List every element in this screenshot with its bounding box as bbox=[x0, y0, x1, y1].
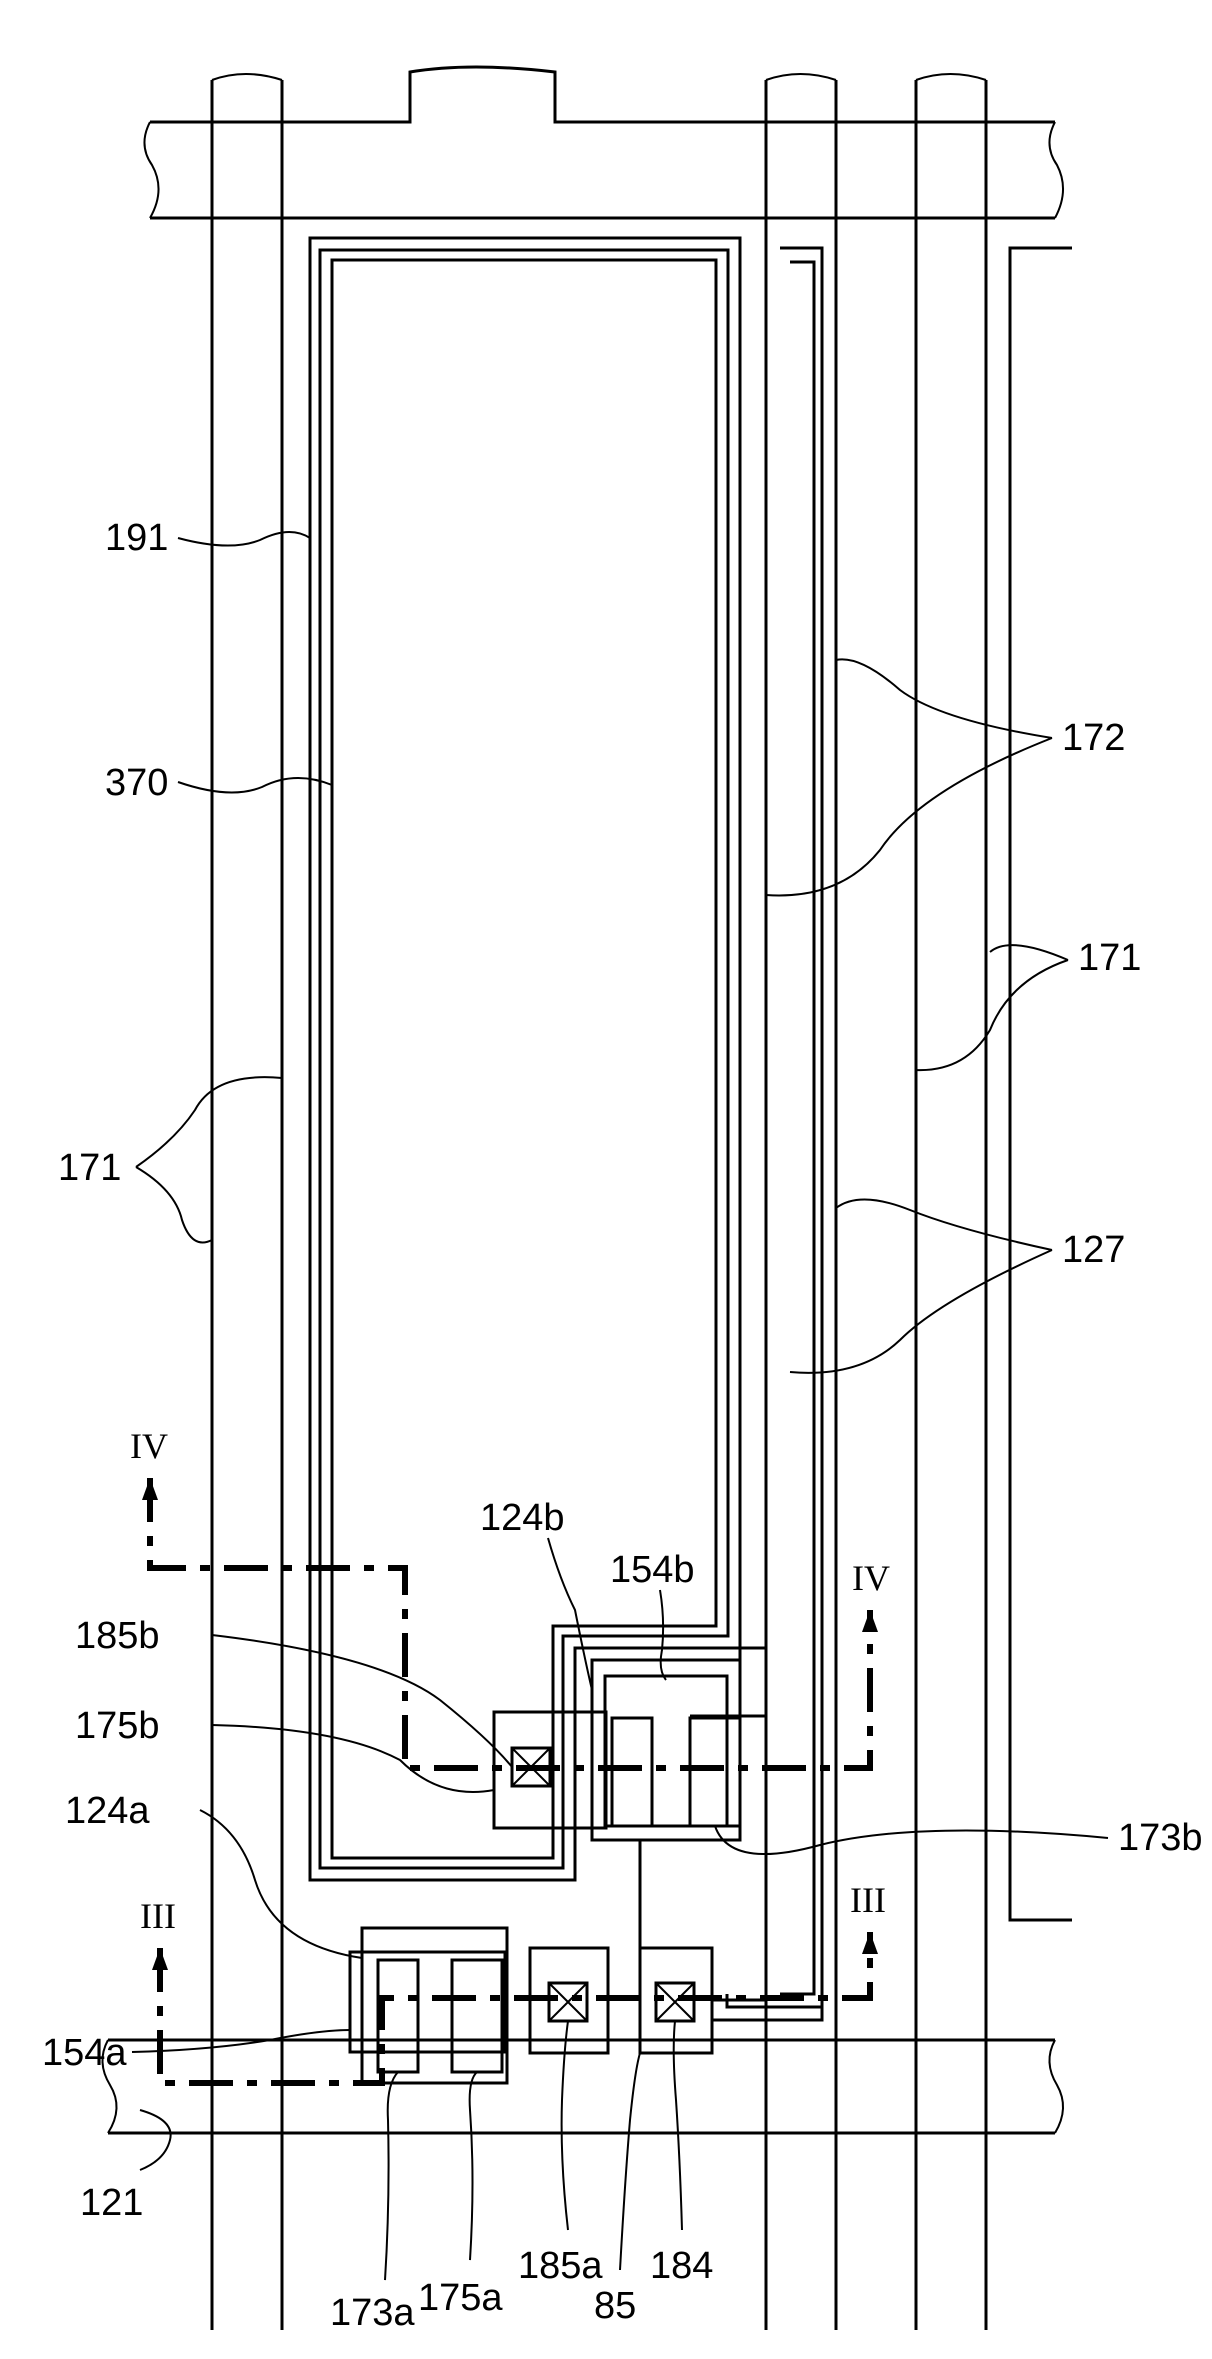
label-154a: 154a bbox=[42, 2032, 127, 2074]
label-185a: 185a bbox=[518, 2245, 603, 2287]
label-175b: 175b bbox=[75, 1705, 160, 1747]
label-121: 121 bbox=[80, 2182, 143, 2224]
source-electrode-175b bbox=[612, 1718, 652, 1826]
tft-a bbox=[350, 1840, 822, 2083]
semiconductor-154a bbox=[350, 1952, 505, 2052]
leader-127-b bbox=[790, 1250, 1052, 1373]
data-line-mid bbox=[766, 74, 836, 2330]
label-127: 127 bbox=[1062, 1229, 1125, 1271]
source-electrode-173b bbox=[690, 1718, 740, 1826]
leader-191 bbox=[178, 532, 310, 546]
pixel-electrode-191 bbox=[310, 238, 740, 1880]
leader-173b bbox=[715, 1826, 1108, 1854]
data-line-left bbox=[212, 74, 282, 2330]
label-154b: 154b bbox=[610, 1549, 695, 1591]
reference-labels: 191 370 172 171 171 127 124b 154b 185b 1… bbox=[42, 517, 1203, 2334]
color-filter-370 bbox=[332, 260, 716, 1858]
label-172: 172 bbox=[1062, 717, 1125, 759]
leader-121 bbox=[140, 2110, 171, 2170]
marker-iii-right: III bbox=[850, 1880, 886, 1920]
marker-iii-left: III bbox=[140, 1896, 176, 1936]
label-173b: 173b bbox=[1118, 1817, 1203, 1859]
label-85: 85 bbox=[594, 2285, 636, 2327]
label-171-left: 171 bbox=[58, 1147, 121, 1189]
label-124a: 124a bbox=[65, 1790, 150, 1832]
leader-172-a bbox=[836, 659, 1052, 738]
label-175a: 175a bbox=[418, 2277, 503, 2319]
leader-175a bbox=[470, 2072, 477, 2260]
source-electrode-175a bbox=[452, 1960, 502, 2072]
label-185b: 185b bbox=[75, 1615, 160, 1657]
leader-185b bbox=[212, 1635, 512, 1767]
label-184: 184 bbox=[650, 2245, 713, 2287]
leader-171-left-a bbox=[136, 1077, 282, 1167]
label-370: 370 bbox=[105, 762, 168, 804]
marker-iv-right: IV bbox=[852, 1558, 890, 1598]
leader-171-right-a bbox=[990, 945, 1068, 960]
label-171-right: 171 bbox=[1078, 937, 1141, 979]
adjacent-pixel-electrode-edge bbox=[1010, 248, 1072, 1920]
tft-b bbox=[494, 1648, 766, 1840]
label-124b: 124b bbox=[480, 1497, 565, 1539]
leader-127-a bbox=[836, 1199, 1052, 1250]
leader-171-right-b bbox=[916, 960, 1068, 1070]
label-191: 191 bbox=[105, 517, 168, 559]
semiconductor-154b bbox=[592, 1660, 740, 1840]
label-173a: 173a bbox=[330, 2292, 415, 2334]
gate-electrode-124b bbox=[605, 1676, 727, 1826]
data-line-right bbox=[916, 74, 986, 2330]
leader-lines bbox=[132, 532, 1108, 2280]
leader-124b bbox=[548, 1538, 592, 1690]
leader-171-left-b bbox=[136, 1167, 212, 1243]
leader-85 bbox=[620, 2053, 640, 2270]
marker-iv-left: IV bbox=[130, 1426, 168, 1466]
leader-175b bbox=[212, 1725, 494, 1792]
leader-173a bbox=[385, 2072, 398, 2280]
